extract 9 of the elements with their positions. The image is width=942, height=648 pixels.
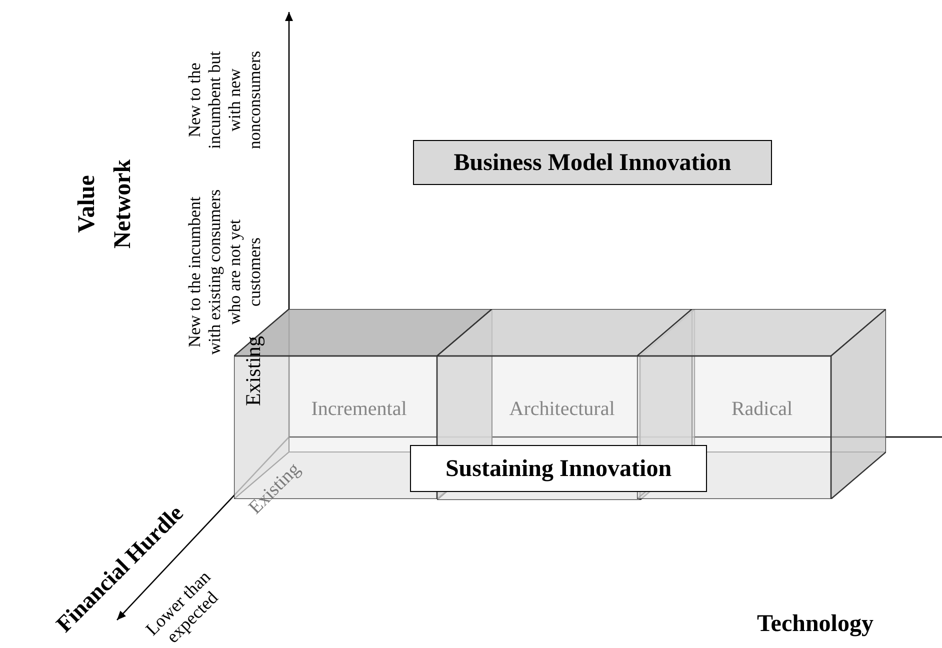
cube-label: Incremental bbox=[310, 397, 408, 421]
label-box: Business Model Innovation bbox=[413, 140, 772, 185]
cube-label: Architectural bbox=[508, 397, 616, 421]
axis-tick-label: Existing bbox=[241, 335, 265, 408]
axis-title: Technology bbox=[757, 610, 874, 639]
axis-title: Value Network bbox=[73, 158, 137, 251]
cube-label: Radical bbox=[730, 397, 794, 421]
axis-tick-label: New to the incumbent but with new nonconsumers bbox=[185, 50, 265, 152]
label-box: Sustaining Innovation bbox=[410, 445, 707, 492]
